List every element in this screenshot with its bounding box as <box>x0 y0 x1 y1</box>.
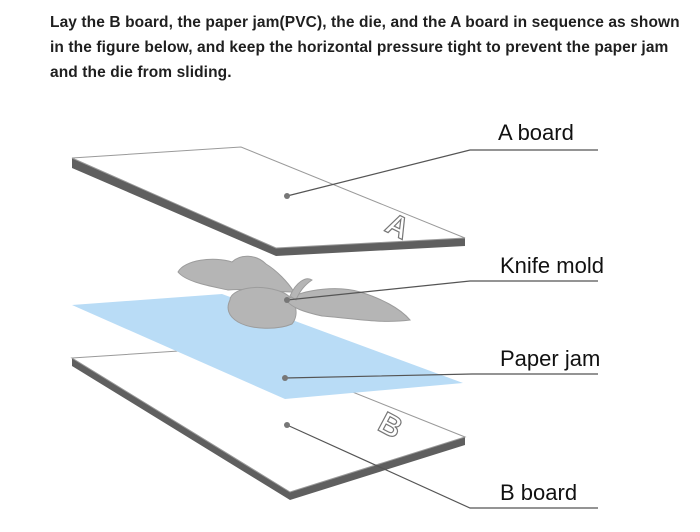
a-board-face <box>71 146 466 249</box>
leader-line-paper-jam <box>284 373 598 379</box>
leader-dots <box>282 193 290 428</box>
leader-dot-paper-jam <box>282 375 288 381</box>
knife-mold-upper-wing <box>177 255 295 293</box>
label-knife-mold: Knife mold <box>500 253 604 278</box>
label-paper-jam: Paper jam <box>500 346 600 371</box>
label-b-board: B board <box>500 480 577 505</box>
label-a-board: A board <box>498 120 574 145</box>
knife-mold <box>177 255 411 329</box>
leader-line-knife-mold <box>286 280 598 301</box>
leader-dot-b-board <box>284 422 290 428</box>
leader-dot-knife-mold <box>284 297 290 303</box>
leader-lines <box>284 149 598 509</box>
leader-line-b-board <box>286 424 598 509</box>
knife-mold-lower-wing <box>227 286 297 329</box>
paper-jam-sheet <box>72 294 463 399</box>
a-board-edge <box>72 158 465 256</box>
instruction-text: Lay the B board, the paper jam(PVC), the… <box>50 14 680 81</box>
leader-dot-a-board <box>284 193 290 199</box>
leader-line-a-board <box>286 149 598 197</box>
knife-mold-antenna <box>289 278 313 301</box>
a-board: A <box>71 146 466 256</box>
